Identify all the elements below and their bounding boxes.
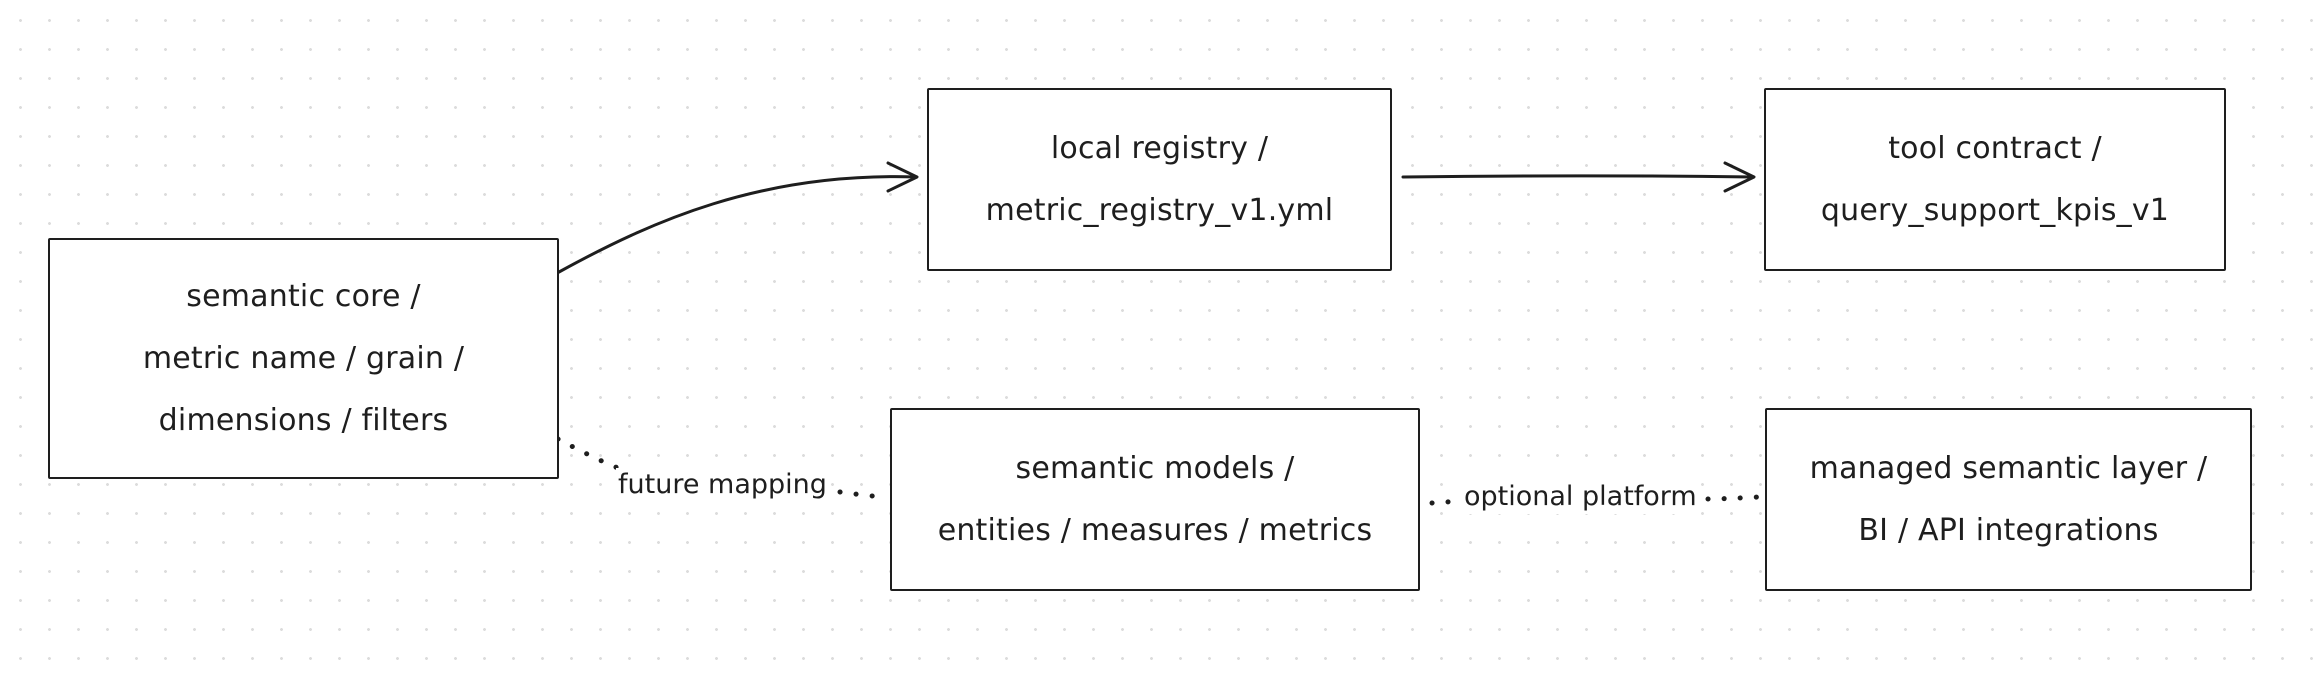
node-managed-semantic-layer-line-1: managed semantic layer / [1809,450,2208,486]
node-semantic-core-line-3: dimensions / filters [158,402,449,438]
dotted-connector-future-mapping [555,436,887,500]
node-semantic-models-line-1: semantic models / [1015,450,1295,486]
node-semantic-core-line-1: semantic core / [186,278,421,314]
node-local-registry-line-1: local registry / [1050,130,1269,166]
node-managed-semantic-layer-line-2: BI / API integrations [1858,512,2159,548]
node-tool-contract: tool contract / query_support_kpis_v1 [1764,88,2226,271]
edge-label-optional-platform: optional platform [1462,480,1699,514]
arrowhead-core-to-registry [886,161,919,193]
node-local-registry-line-2: metric_registry_v1.yml [985,192,1334,228]
node-semantic-models-line-2: entities / measures / metrics [937,512,1373,548]
node-semantic-models: semantic models / entities / measures / … [890,408,1420,591]
node-local-registry: local registry / metric_registry_v1.yml [927,88,1392,271]
arrow-core-to-registry [557,175,918,274]
node-semantic-core: semantic core / metric name / grain / di… [48,238,559,479]
node-tool-contract-line-2: query_support_kpis_v1 [1820,192,2170,228]
node-semantic-core-line-2: metric name / grain / [142,340,465,376]
edge-label-future-mapping: future mapping [616,468,829,502]
node-managed-semantic-layer: managed semantic layer / BI / API integr… [1765,408,2252,591]
dotted-connector-optional-platform [1429,494,1761,506]
arrowhead-registry-to-contract [1723,161,1756,193]
node-tool-contract-line-1: tool contract / [1888,130,2102,166]
arrow-registry-to-contract [1401,174,1755,179]
